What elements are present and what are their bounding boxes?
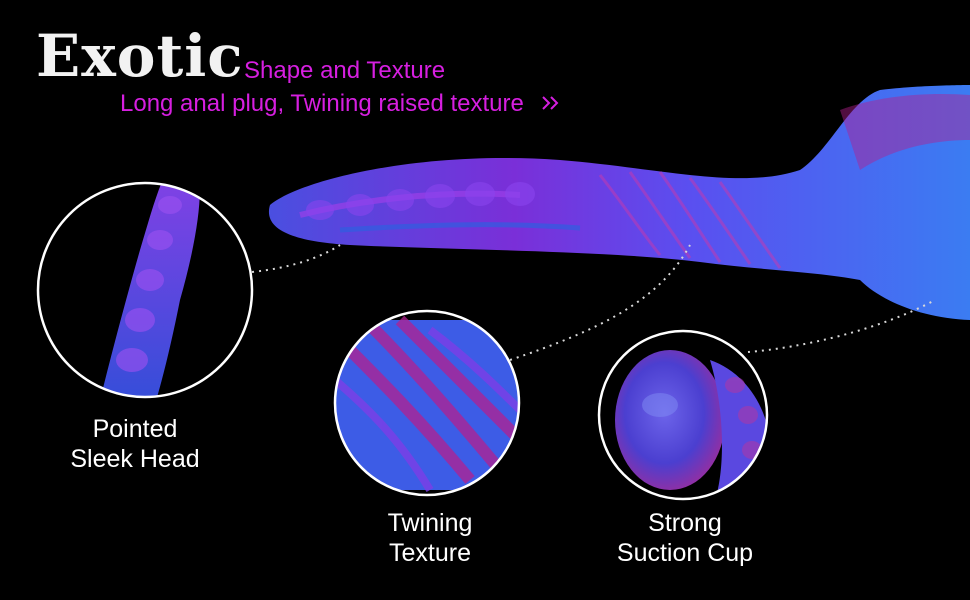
tagline: Long anal plug, Twining raised texture: [120, 90, 561, 118]
subtitle: Shape and Texture: [244, 57, 446, 84]
title: Exotic: [36, 22, 244, 90]
caption-line: Sleek Head: [70, 445, 200, 473]
callout-circle-texture: [333, 309, 521, 497]
double-chevron-right-icon: [541, 96, 558, 110]
leader-lines: [251, 244, 936, 361]
caption-line: Twining: [387, 509, 473, 537]
caption-head: Pointed Sleek Head: [50, 414, 220, 474]
callout-circle-head: [36, 181, 254, 399]
callout-circle-suction-cup: [597, 329, 769, 501]
tagline-text: Long anal plug, Twining raised texture: [120, 90, 524, 117]
caption-suction-cup: Strong Suction Cup: [595, 508, 775, 568]
caption-line: Texture: [389, 539, 471, 567]
caption-line: Strong: [648, 509, 722, 537]
caption-texture: Twining Texture: [345, 508, 515, 568]
product-body: [268, 85, 970, 320]
caption-line: Suction Cup: [616, 539, 754, 567]
caption-line: Pointed: [92, 415, 178, 443]
